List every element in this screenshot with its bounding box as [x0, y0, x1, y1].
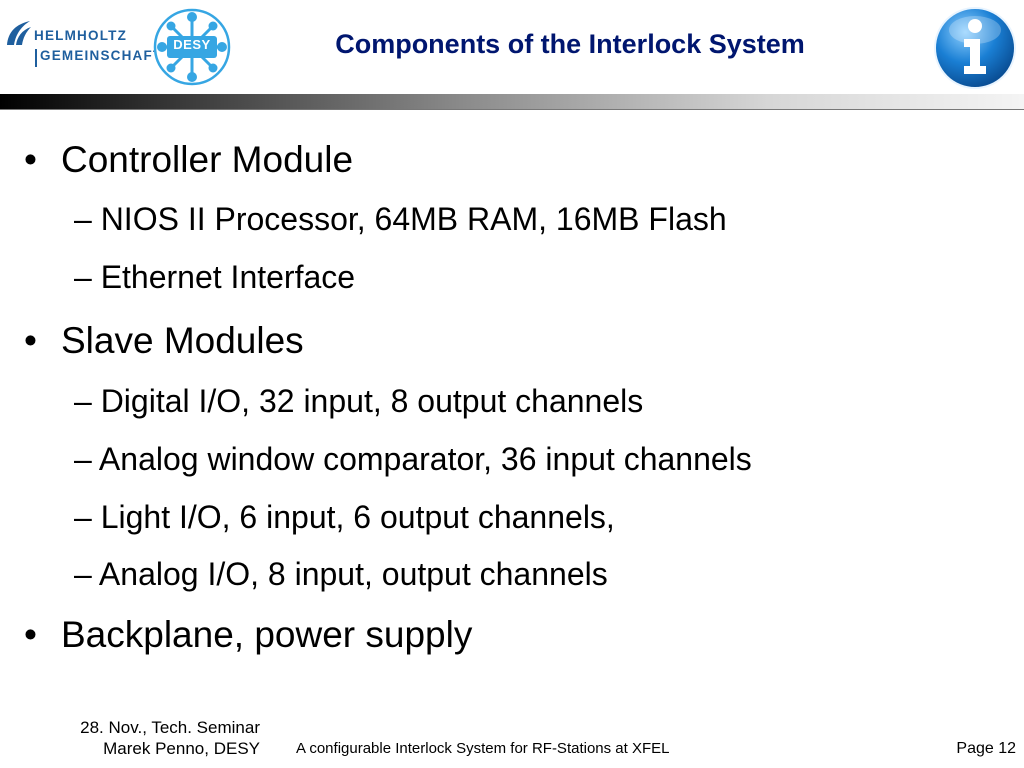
helmholtz-mark-icon [7, 21, 31, 45]
bullet-text: Backplane, power supply [61, 614, 473, 655]
footer-author: Marek Penno, DESY [103, 739, 260, 758]
helmholtz-divider [35, 49, 37, 67]
info-icon [934, 7, 1016, 89]
helmholtz-line2: GEMEINSCHAFT [40, 48, 163, 63]
bullet-marker: • [24, 614, 37, 655]
sub-bullet-ethernet: – Ethernet Interface [74, 259, 356, 295]
desy-emblem-icon [153, 8, 231, 86]
bullet-text: Controller Module [61, 139, 354, 180]
page-number: Page 12 [956, 740, 1016, 757]
sub-bullet-digital-io: – Digital I/O, 32 input, 8 output channe… [74, 383, 644, 419]
footer-event: 28. Nov., Tech. Seminar [80, 718, 260, 737]
sub-bullet-processor: – NIOS II Processor, 64MB RAM, 16MB Flas… [74, 201, 727, 237]
bullet-controller-module: • Controller Module [24, 139, 353, 181]
header-divider-bar [0, 94, 1024, 110]
desy-logo-text: DESY [173, 37, 211, 52]
helmholtz-line1: HELMHOLTZ [34, 28, 128, 43]
slide-title: Components of the Interlock System [335, 29, 805, 59]
footer-center-title: A configurable Interlock System for RF-S… [296, 740, 670, 757]
sub-bullet-light-io: – Light I/O, 6 input, 6 output channels, [74, 499, 615, 535]
footer-left: 28. Nov., Tech. Seminar Marek Penno, DES… [80, 717, 260, 759]
bullet-text: Slave Modules [61, 320, 304, 361]
helmholtz-logo: HELMHOLTZ GEMEINSCHAFT [4, 18, 161, 74]
bullet-marker: • [24, 139, 37, 180]
sub-bullet-analog-comparator: – Analog window comparator, 36 input cha… [74, 441, 752, 477]
bullet-slave-modules: • Slave Modules [24, 320, 304, 362]
sub-bullet-analog-io: – Analog I/O, 8 input, output channels [74, 556, 608, 592]
bullet-marker: • [24, 320, 37, 361]
desy-logo: DESY [153, 8, 231, 86]
bullet-backplane: • Backplane, power supply [24, 614, 472, 656]
